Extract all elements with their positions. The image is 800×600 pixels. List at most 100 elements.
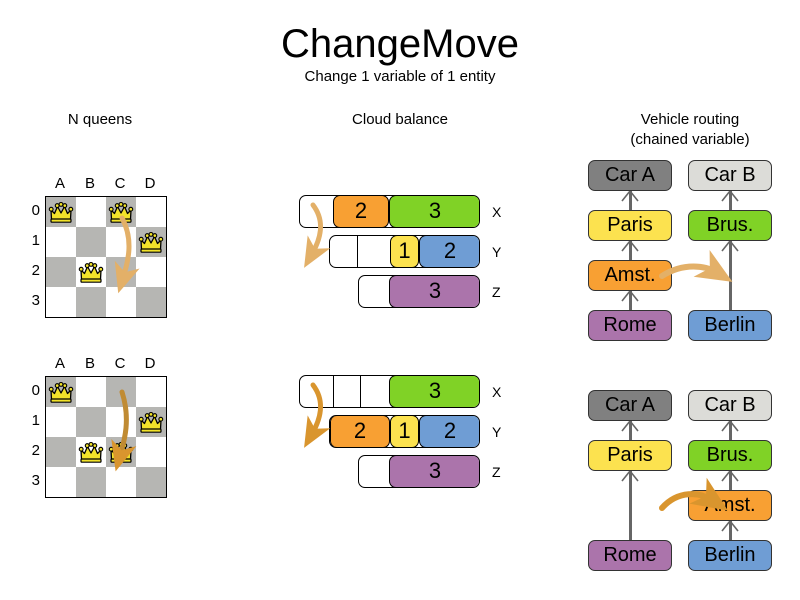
board-cell-D3[interactable] [136, 467, 166, 497]
cloud-capacity-divider [333, 376, 334, 407]
vrp-node-cara-before[interactable]: Car A [588, 160, 672, 191]
page-subtitle: Change 1 variable of 1 entity [304, 68, 496, 85]
cloud-row-label-Y-before: Y [492, 244, 502, 260]
cloud-row-label-Y-after: Y [492, 424, 502, 440]
board-cell-B1[interactable] [76, 407, 106, 437]
chain-connector [728, 471, 732, 490]
board-cell-A3[interactable] [46, 287, 76, 317]
chessboard-before [45, 196, 167, 318]
vrp-node-amst-after[interactable]: Amst. [688, 490, 772, 521]
chain-connector [628, 241, 632, 260]
board-cell-A1[interactable] [46, 227, 76, 257]
board-cell-A0[interactable] [46, 197, 76, 227]
chain-connector [728, 521, 732, 540]
board-row-label-2: 2 [31, 442, 40, 459]
section-title-cloud-balance: Cloud balance [352, 111, 448, 128]
board-row-label-0: 0 [31, 382, 40, 399]
board-cell-D0[interactable] [136, 377, 166, 407]
board-cell-A2[interactable] [46, 257, 76, 287]
vrp-node-paris-before[interactable]: Paris [588, 210, 672, 241]
chain-connector [628, 291, 632, 310]
cloud-process-3[interactable]: 3 [389, 276, 479, 307]
cloud-row-label-X-after: X [492, 384, 502, 400]
vrp-node-brus-after[interactable]: Brus. [688, 440, 772, 471]
page-title: ChangeMove [281, 22, 519, 66]
vrp-node-brus-before[interactable]: Brus. [688, 210, 772, 241]
board-column-label-B: B [84, 175, 95, 192]
board-cell-B3[interactable] [76, 467, 106, 497]
board-cell-A0[interactable] [46, 377, 76, 407]
vrp-node-amst-before[interactable]: Amst. [588, 260, 672, 291]
cloud-row-label-Z-after: Z [492, 464, 501, 480]
cloud-process-1[interactable]: 1 [390, 236, 419, 267]
board-cell-B0[interactable] [76, 197, 106, 227]
vrp-node-cara-after[interactable]: Car A [588, 390, 672, 421]
vrp-node-rome-after[interactable]: Rome [588, 540, 672, 571]
queen-piece [138, 231, 164, 253]
board-cell-A1[interactable] [46, 407, 76, 437]
board-cell-B2[interactable] [76, 437, 106, 467]
cloud-computer-X-after[interactable]: 3 [299, 375, 480, 408]
section-title-vehicle-routing: Vehicle routing (chained variable) [600, 110, 780, 150]
board-column-label-C: C [114, 355, 126, 372]
cloud-process-2[interactable]: 2 [333, 196, 389, 227]
board-column-label-D: D [144, 175, 156, 192]
chain-arrowhead-icon [621, 470, 639, 482]
vrp-title-line-1: Vehicle routing [640, 111, 740, 128]
board-cell-D2[interactable] [136, 257, 166, 287]
board-cell-D3[interactable] [136, 287, 166, 317]
board-cell-D2[interactable] [136, 437, 166, 467]
chain-connector [628, 471, 632, 540]
cloud-computer-Z-after[interactable]: 3 [358, 455, 480, 488]
cloud-process-1[interactable]: 1 [390, 416, 419, 447]
vrp-node-carb-after[interactable]: Car B [688, 390, 772, 421]
board-cell-A2[interactable] [46, 437, 76, 467]
board-cell-B3[interactable] [76, 287, 106, 317]
chain-arrowhead-icon [721, 240, 739, 252]
chain-connector [728, 191, 732, 210]
board-column-label-C: C [114, 175, 126, 192]
chain-arrowhead-icon [721, 470, 739, 482]
vrp-node-carb-before[interactable]: Car B [688, 160, 772, 191]
queen-piece [78, 261, 104, 283]
cloud-process-2[interactable]: 2 [419, 236, 479, 267]
board-cell-D0[interactable] [136, 197, 166, 227]
board-cell-A3[interactable] [46, 467, 76, 497]
cloud-process-3[interactable]: 3 [389, 376, 479, 407]
chain-arrowhead-icon [621, 290, 639, 302]
board-row-label-0: 0 [31, 202, 40, 219]
board-cell-C3[interactable] [106, 467, 136, 497]
cloud-capacity-divider [357, 236, 358, 267]
board-cell-B2[interactable] [76, 257, 106, 287]
cloud-process-3[interactable]: 3 [389, 196, 479, 227]
chain-arrowhead-icon [721, 520, 739, 532]
board-row-label-3: 3 [31, 292, 40, 309]
cloud-computer-Z-before[interactable]: 3 [358, 275, 480, 308]
cloud-process-2[interactable]: 2 [330, 416, 390, 447]
board-row-label-2: 2 [31, 262, 40, 279]
board-column-label-A: A [54, 355, 65, 372]
chain-connector [628, 421, 632, 440]
vrp-node-berlin-before[interactable]: Berlin [688, 310, 772, 341]
chain-arrowhead-icon [621, 420, 639, 432]
chain-arrowhead-icon [621, 240, 639, 252]
vrp-node-rome-before[interactable]: Rome [588, 310, 672, 341]
chain-arrowhead-icon [621, 190, 639, 202]
board-cell-B1[interactable] [76, 227, 106, 257]
board-cell-D1[interactable] [136, 407, 166, 437]
vrp-node-berlin-after[interactable]: Berlin [688, 540, 772, 571]
board-cell-B0[interactable] [76, 377, 106, 407]
board-row-label-1: 1 [31, 412, 40, 429]
board-row-label-3: 3 [31, 472, 40, 489]
board-cell-D1[interactable] [136, 227, 166, 257]
cloud-capacity-divider [360, 376, 361, 407]
vrp-node-paris-after[interactable]: Paris [588, 440, 672, 471]
cloud-process-3[interactable]: 3 [389, 456, 479, 487]
cloud-process-2[interactable]: 2 [419, 416, 479, 447]
